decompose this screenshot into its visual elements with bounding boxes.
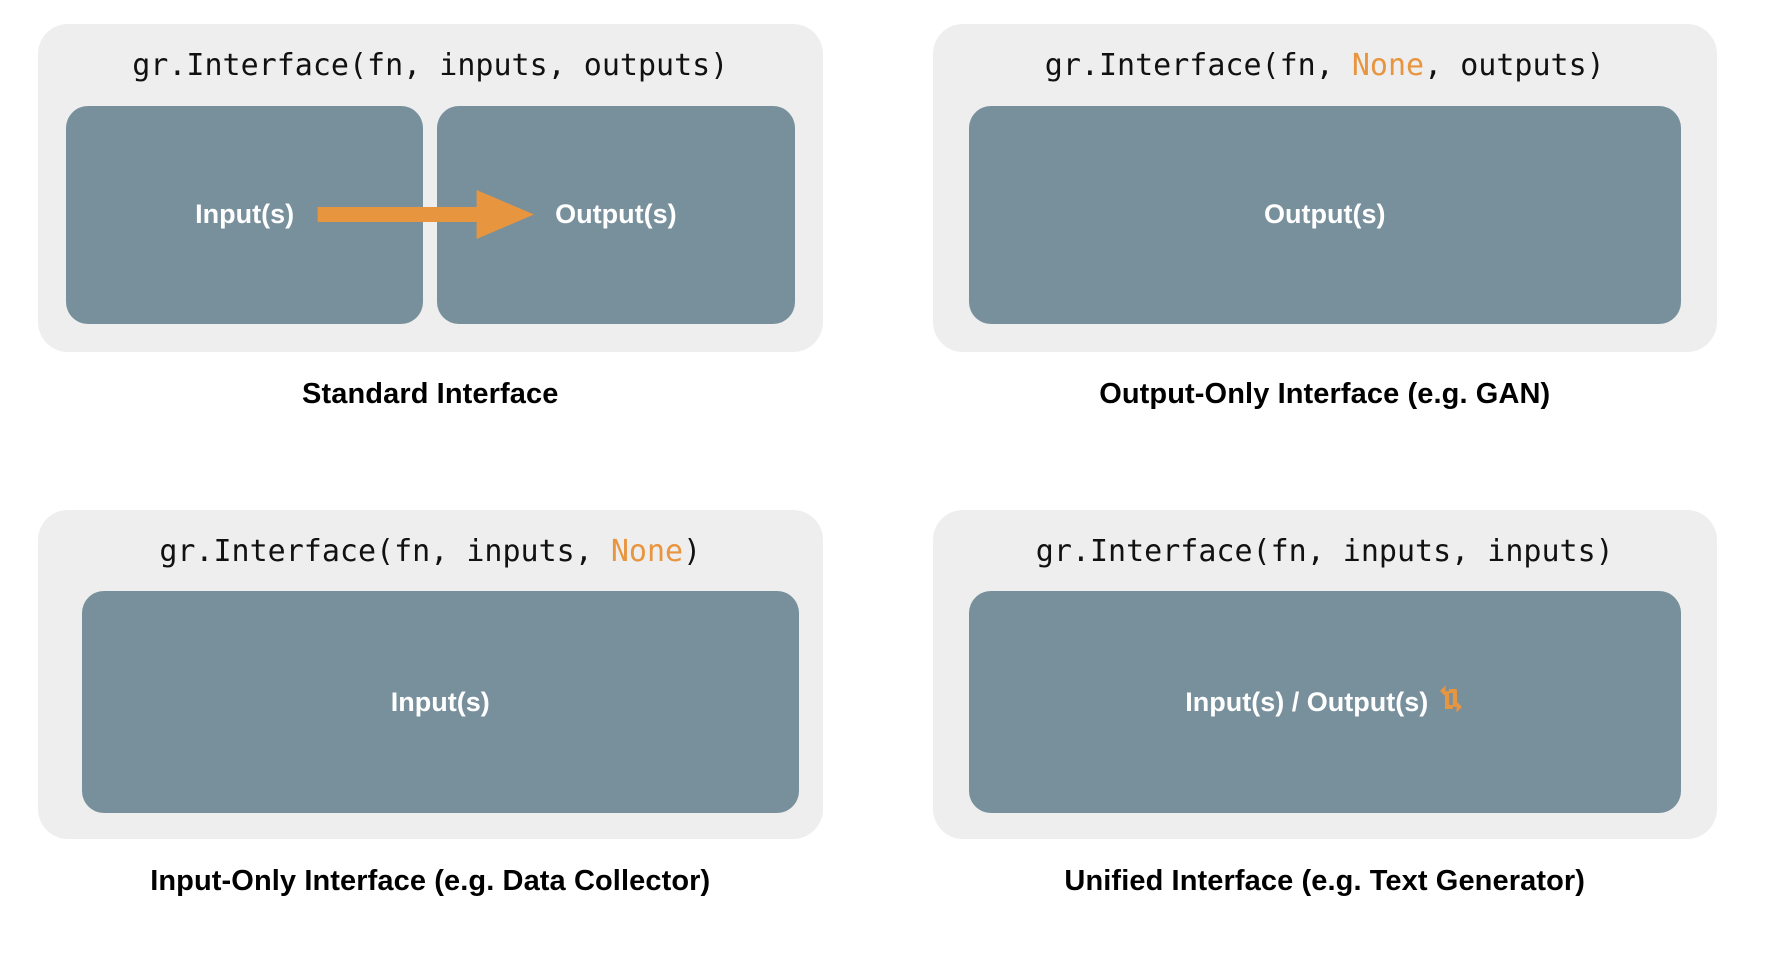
panel-output-only-interface: gr.Interface(fn, None, outputs) Output(s… xyxy=(883,0,1765,488)
code-part2: ) xyxy=(683,533,702,569)
input-output-box: Input(s) / Output(s) xyxy=(968,591,1681,813)
code-signature: gr.Interface(fn, inputs, outputs) xyxy=(132,50,728,82)
panel-caption: Output-Only Interface (e.g. GAN) xyxy=(1099,377,1551,410)
output-box-label: Output(s) xyxy=(555,199,677,229)
panel-caption: Standard Interface xyxy=(302,377,559,410)
output-box-label: Output(s) xyxy=(1264,199,1386,229)
code-part1: gr.Interface(fn, inputs, outputs) xyxy=(132,48,729,83)
panel-caption: Input-Only Interface (e.g. Data Collecto… xyxy=(150,865,711,897)
input-box: Input(s) xyxy=(66,105,424,324)
panel-unified-interface: gr.Interface(fn, inputs, inputs) Input(s… xyxy=(883,488,1765,975)
output-box: Output(s) xyxy=(437,105,795,324)
panel-caption: Unified Interface (e.g. Text Generator) xyxy=(1064,865,1586,897)
code-part1: gr.Interface(fn, inputs, inputs) xyxy=(1035,533,1614,569)
input-output-box-label: Input(s) / Output(s) xyxy=(1185,686,1429,717)
panel-card: gr.Interface(fn, inputs, None) Input(s) xyxy=(38,509,823,839)
input-box: Input(s) xyxy=(82,591,799,813)
panel-card: gr.Interface(fn, None, outputs) Output(s… xyxy=(932,24,1717,352)
output-box: Output(s) xyxy=(968,105,1681,324)
panel-input-only-interface: gr.Interface(fn, inputs, None) Input(s) … xyxy=(0,488,883,975)
code-highlight: None xyxy=(610,533,684,569)
box-row: Output(s) xyxy=(968,105,1681,324)
code-highlight: None xyxy=(1351,48,1425,83)
code-part2: , outputs) xyxy=(1424,48,1605,83)
code-signature: gr.Interface(fn, inputs, None) xyxy=(159,533,702,569)
panel-standard-interface: gr.Interface(fn, inputs, outputs) Input(… xyxy=(0,0,883,488)
code-part1: gr.Interface(fn, inputs, xyxy=(159,533,611,569)
input-box-label: Input(s) xyxy=(390,686,490,717)
panel-card: gr.Interface(fn, inputs, outputs) Input(… xyxy=(38,24,823,352)
panel-card: gr.Interface(fn, inputs, inputs) Input(s… xyxy=(932,509,1717,839)
code-part1: gr.Interface(fn, xyxy=(1044,48,1352,83)
box-row: Input(s) / Output(s) xyxy=(968,591,1681,813)
cycle-icon xyxy=(1438,685,1464,720)
input-box-label: Input(s) xyxy=(195,199,295,229)
box-row: Input(s) xyxy=(66,591,799,813)
code-signature: gr.Interface(fn, None, outputs) xyxy=(1045,50,1605,82)
box-row: Input(s) Output(s) xyxy=(66,105,795,324)
code-signature: gr.Interface(fn, inputs, inputs) xyxy=(1035,533,1614,569)
